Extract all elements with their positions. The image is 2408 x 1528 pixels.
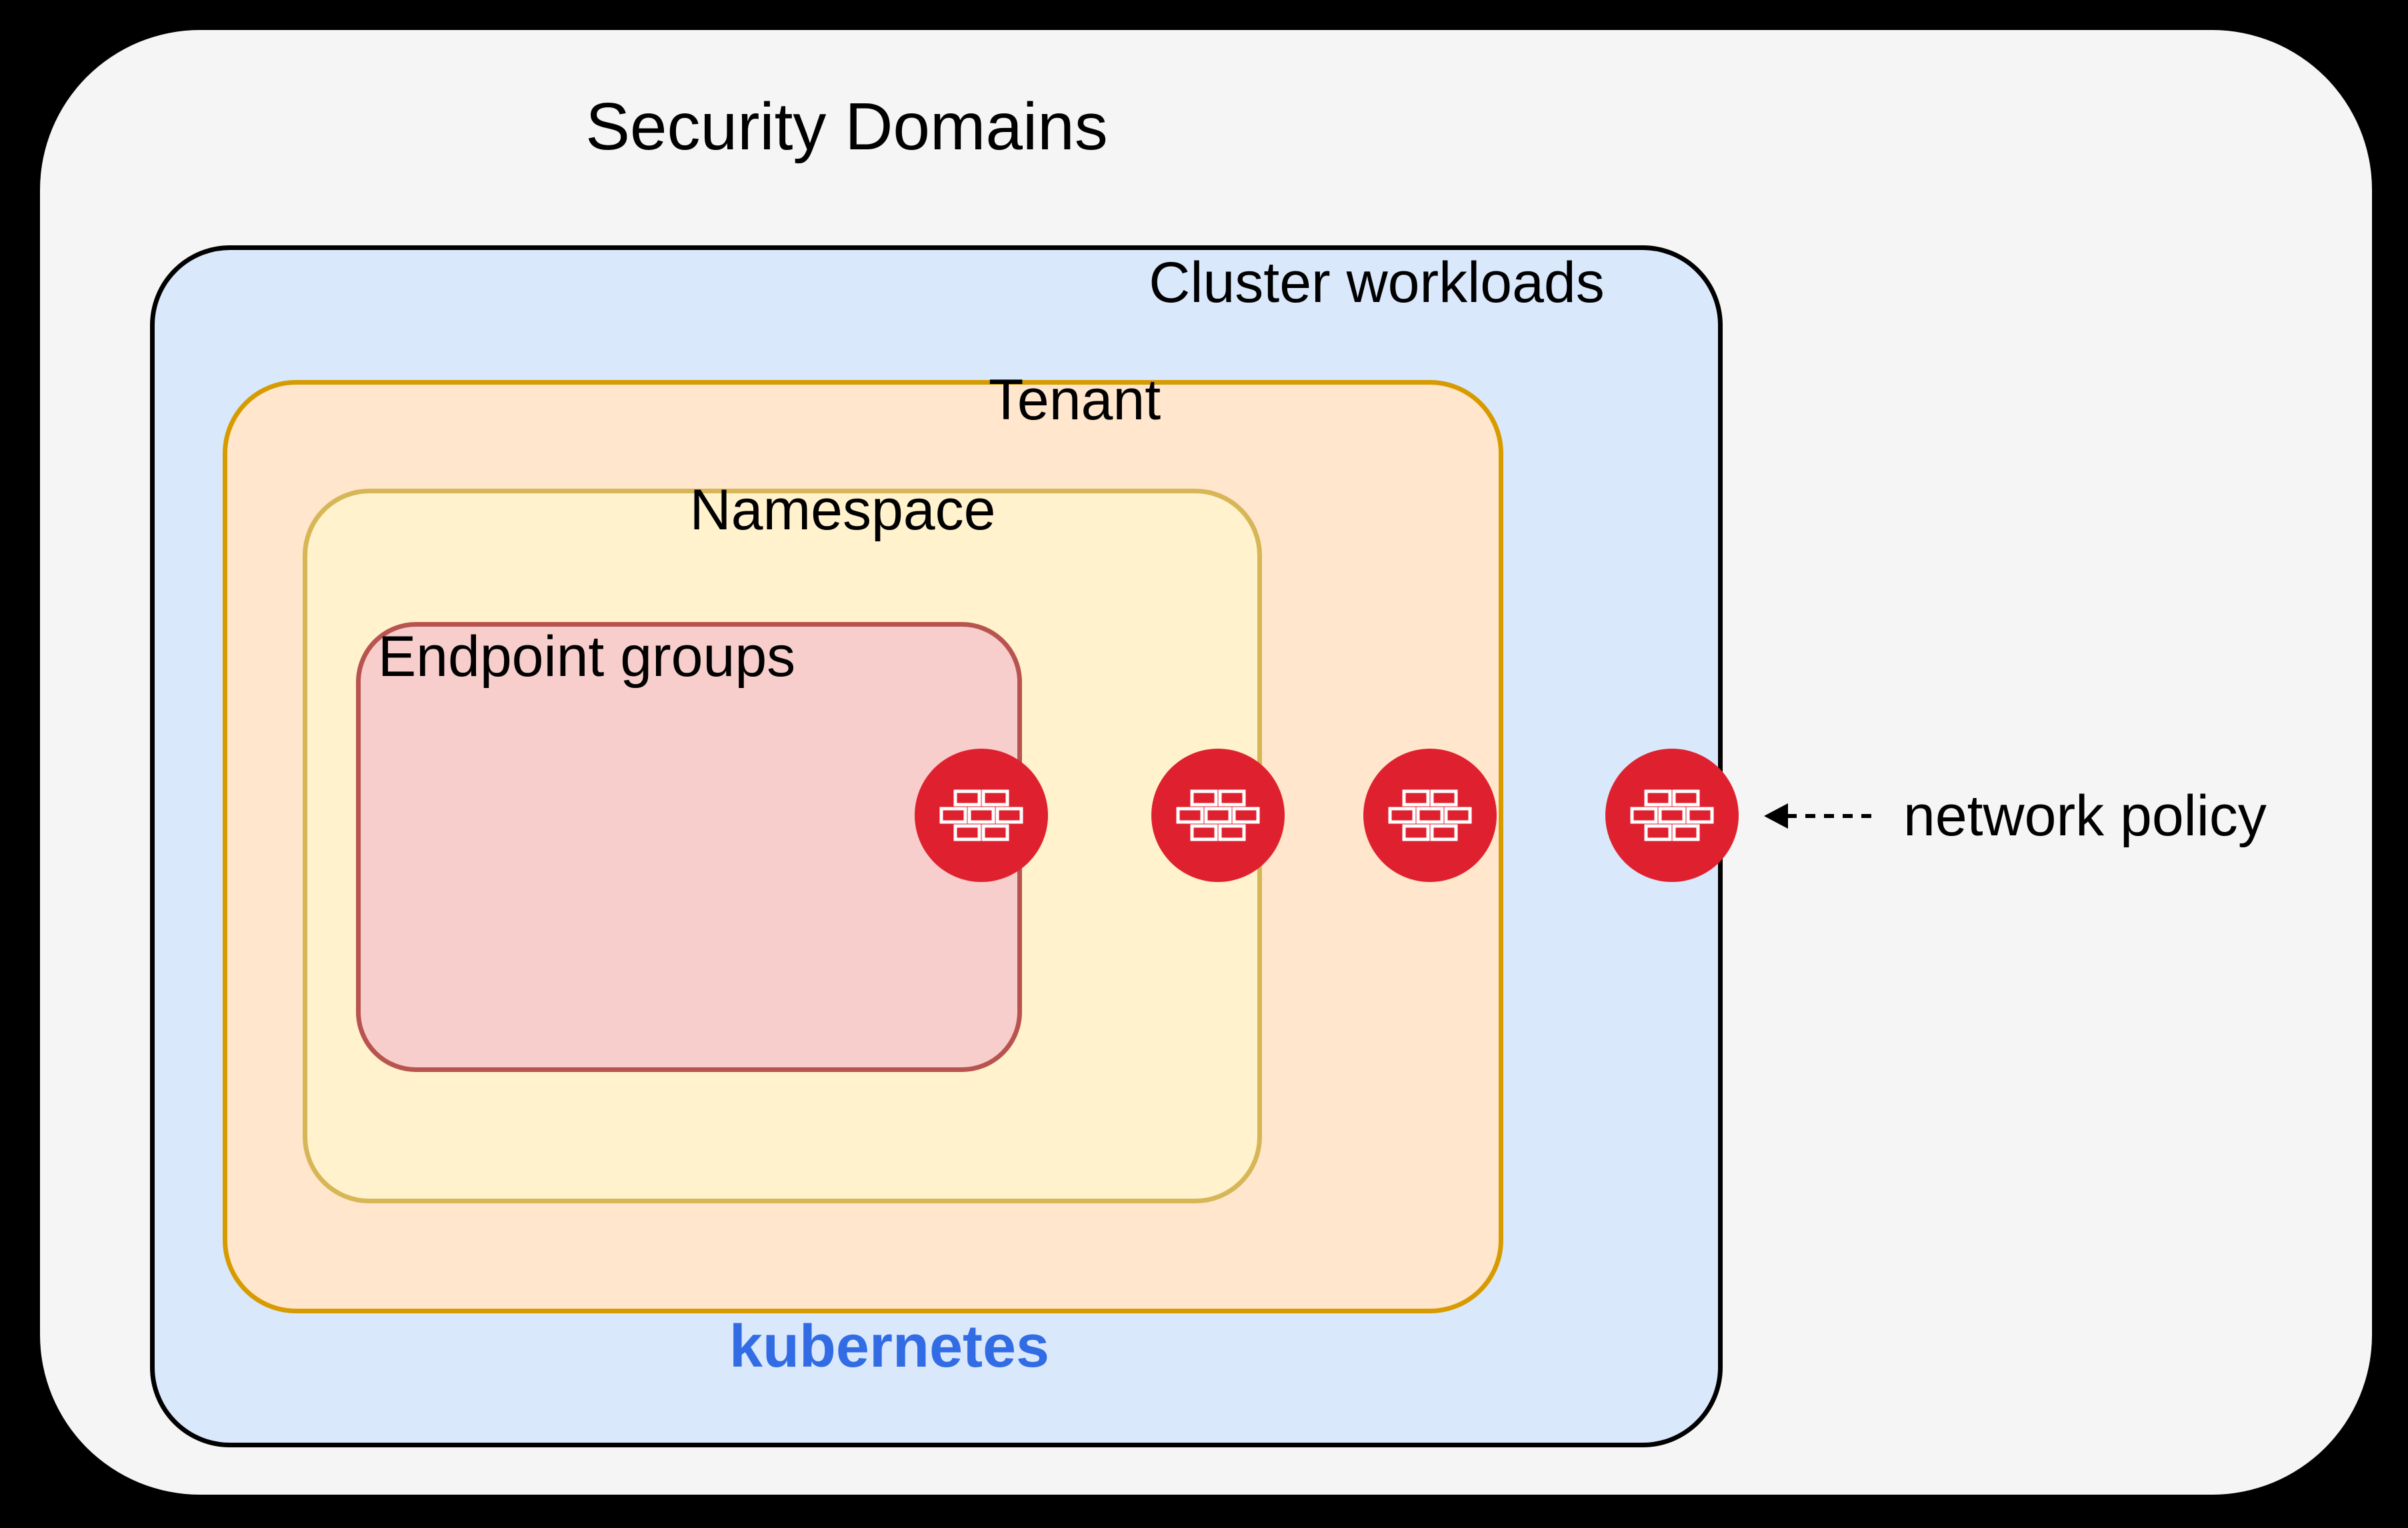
firewall-icon <box>915 749 1048 882</box>
domain-namespace <box>303 489 1262 1203</box>
firewall-icon <box>1363 749 1497 882</box>
domain-endpoint-groups <box>356 622 1022 1072</box>
network-policy-arrow-icon <box>1764 803 1875 829</box>
endpoint-groups-label: Endpoint groups <box>377 625 796 689</box>
firewall-icon <box>1151 749 1285 882</box>
firewall-icon <box>1605 749 1739 882</box>
cluster-workloads-label: Cluster workloads <box>1149 251 1605 315</box>
tenant-label: Tenant <box>988 368 1161 432</box>
network-policy-label: network policy <box>1903 784 2267 848</box>
namespace-label: Namespace <box>689 478 996 542</box>
diagram-title: Security Domains <box>585 89 1108 164</box>
domain-tenant <box>223 380 1503 1313</box>
kubernetes-label: kubernetes <box>729 1313 1050 1380</box>
